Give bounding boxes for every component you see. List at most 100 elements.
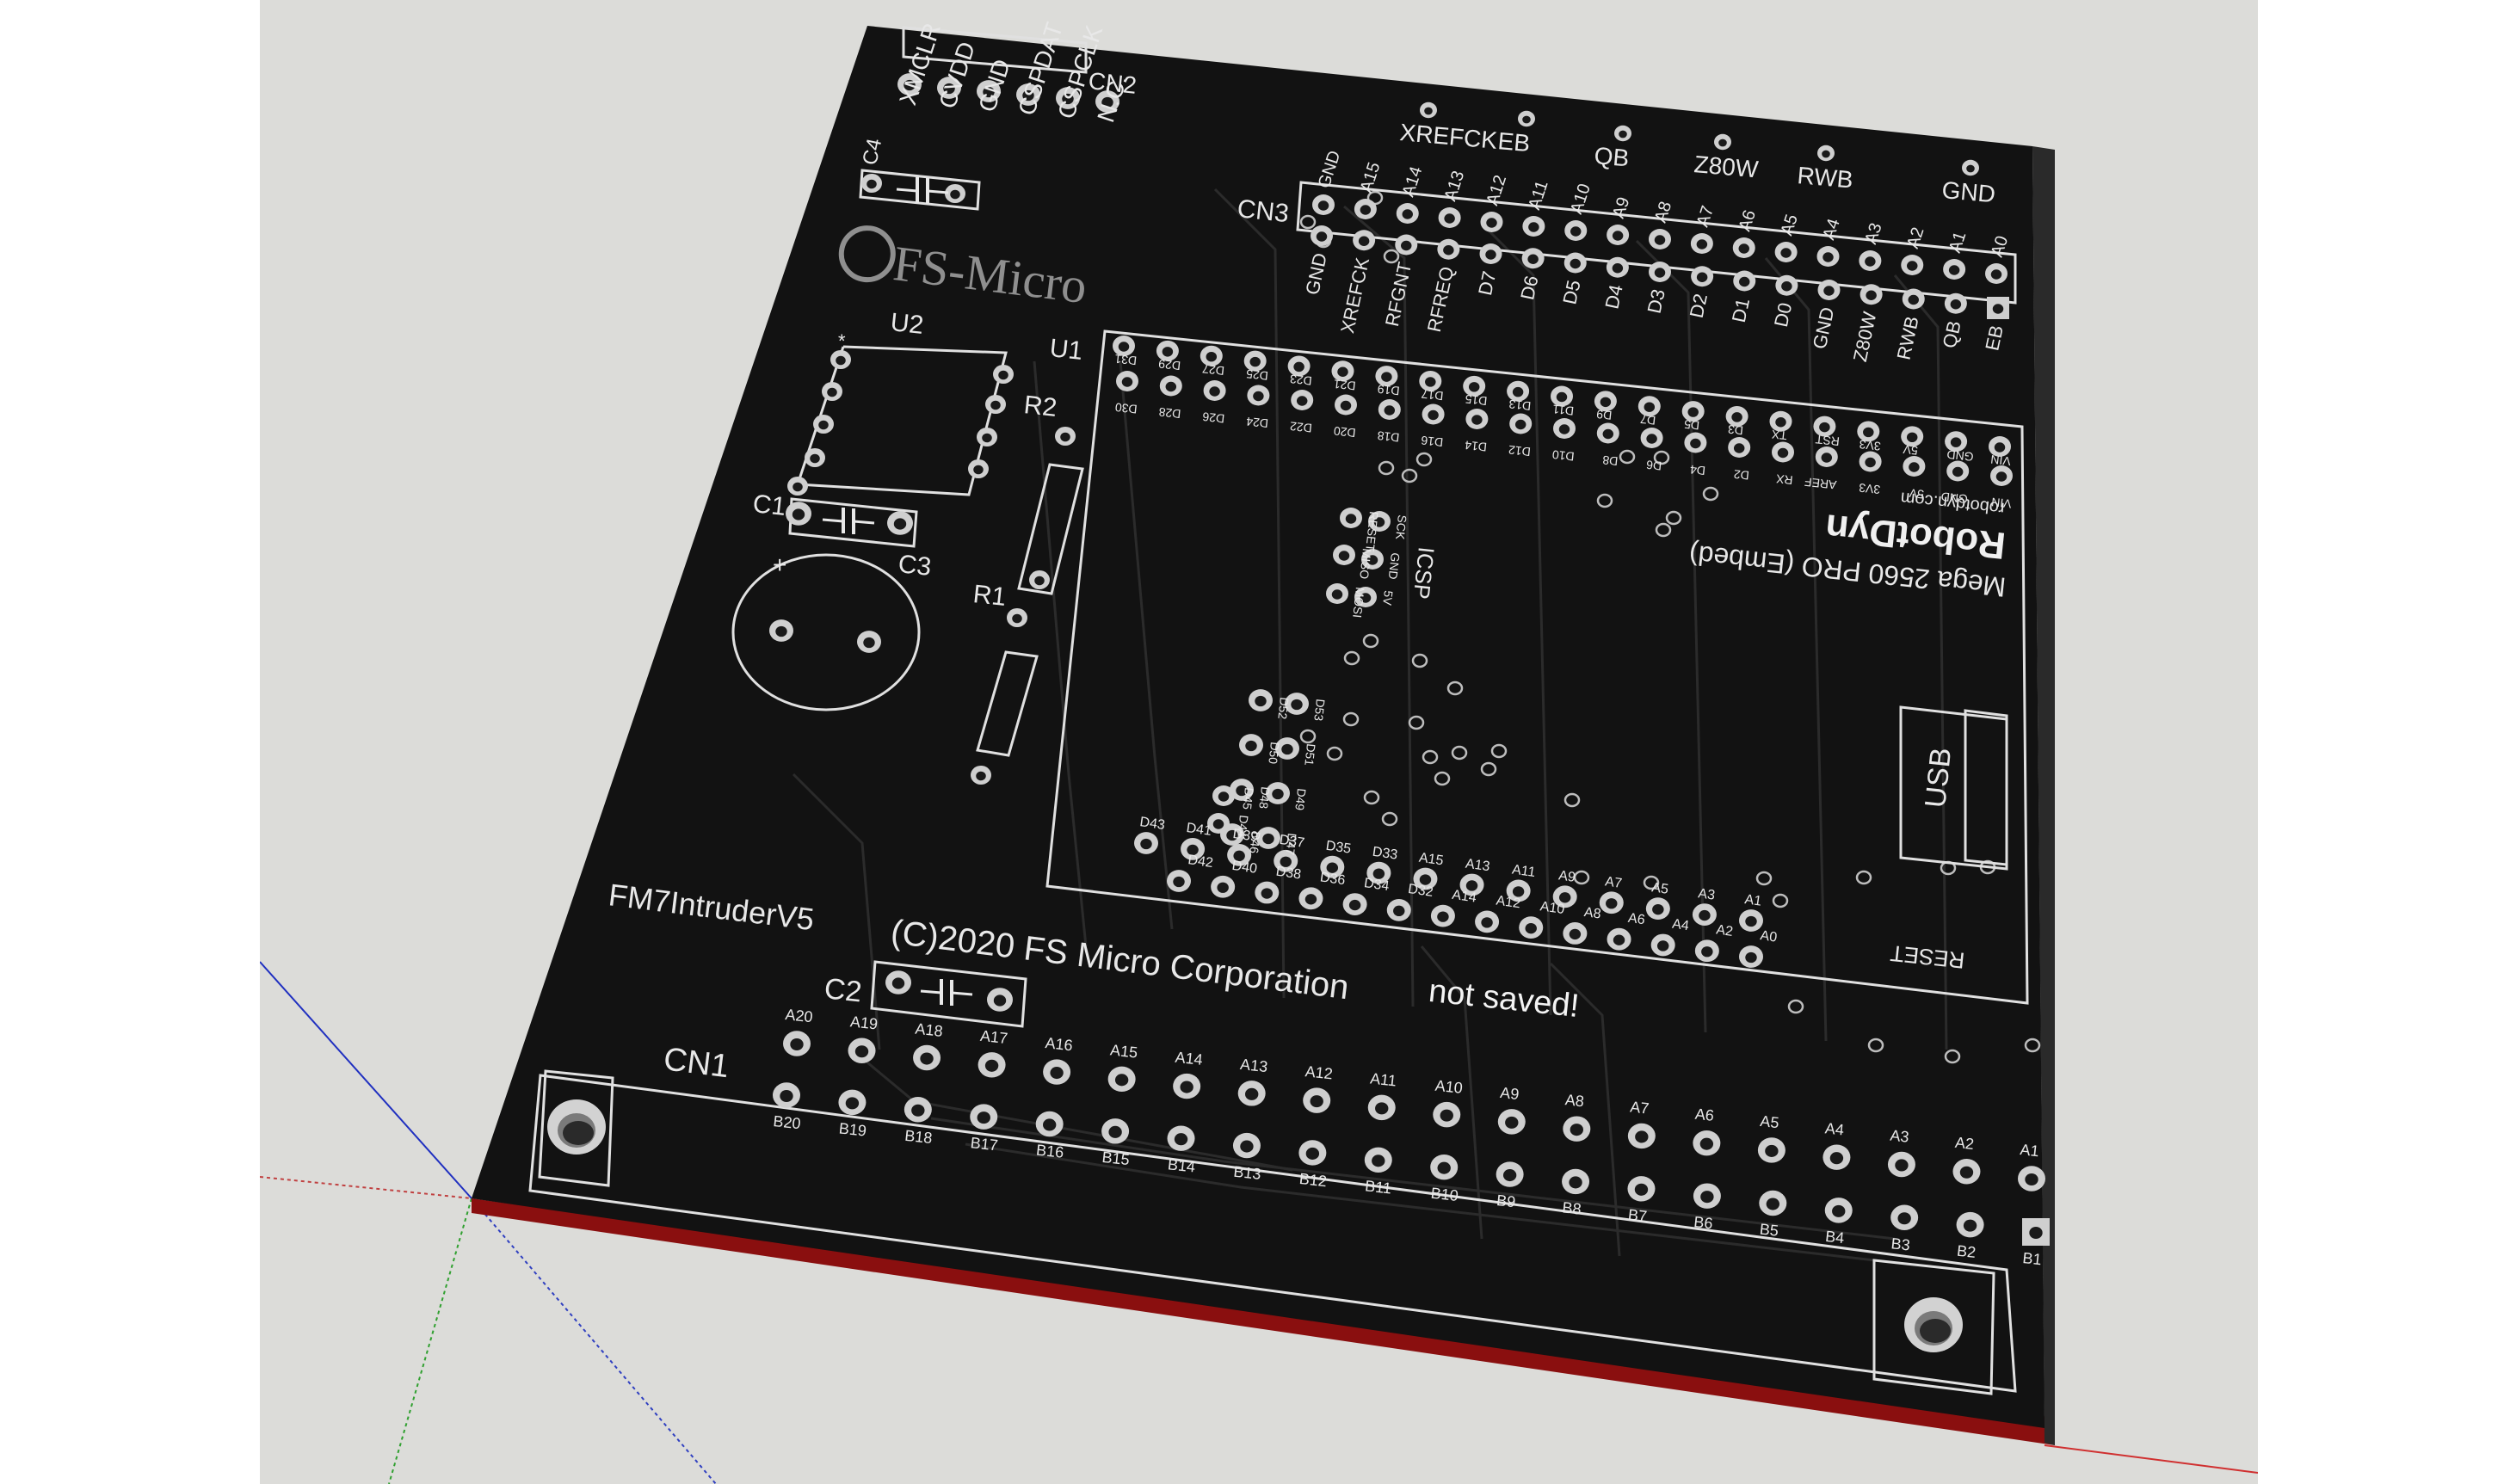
mod-bot-odd-label-7: A13 bbox=[1465, 857, 1491, 875]
mod-bot-odd-12 bbox=[1692, 903, 1717, 926]
via-36 bbox=[1299, 729, 1317, 744]
mod-top-even-12 bbox=[1640, 428, 1663, 448]
via-22 bbox=[1573, 870, 1590, 885]
mod-bot-odd-label-12: A3 bbox=[1697, 886, 1716, 903]
mod-left-extra-D45 bbox=[1212, 785, 1235, 806]
module-outline bbox=[1045, 329, 2029, 1005]
cn1-pad-A8 bbox=[1563, 1116, 1591, 1142]
c3-outline bbox=[731, 553, 921, 711]
mod-bot-even-label-8: A10 bbox=[1539, 899, 1566, 917]
usb-outline bbox=[1899, 705, 2008, 871]
cn1-pad-B14 bbox=[1167, 1125, 1195, 1151]
cn1-label-B17: B17 bbox=[970, 1134, 999, 1154]
mod-top-even-0 bbox=[1116, 371, 1138, 391]
via-18 bbox=[1422, 749, 1439, 765]
mod-bot-even-13 bbox=[1739, 945, 1763, 968]
cn3-pad-top-14 bbox=[1901, 255, 1924, 275]
mod-bot-even-4 bbox=[1342, 893, 1367, 915]
testpoint-QB bbox=[1614, 125, 1631, 142]
via-15 bbox=[1408, 715, 1425, 730]
icsp-pad-RESET bbox=[1340, 508, 1362, 528]
mod-top-even-label-15: RX bbox=[1775, 471, 1794, 487]
cn1-label-A7: A7 bbox=[1629, 1099, 1650, 1118]
cn1-label-B1: B1 bbox=[2022, 1249, 2043, 1268]
cn1-pad-B7 bbox=[1627, 1176, 1656, 1202]
cn3-bot-label-7: D4 bbox=[1600, 283, 1626, 311]
mod-top-odd-15 bbox=[1769, 410, 1792, 432]
mod-top-odd-label-19: GND bbox=[1946, 447, 1975, 464]
cn2-pad-CSPCLK bbox=[1056, 87, 1080, 109]
via-12 bbox=[1401, 468, 1418, 483]
cn1-label-B9: B9 bbox=[1496, 1192, 1516, 1210]
mod-top-even-8 bbox=[1465, 409, 1489, 429]
cn1-label-A18: A18 bbox=[915, 1020, 944, 1040]
mod-top-even-label-4: D22 bbox=[1289, 419, 1312, 435]
axis-blue bbox=[260, 961, 472, 1199]
cn1-label-A11: A11 bbox=[1369, 1069, 1397, 1089]
cn1-label-A1: A1 bbox=[2020, 1141, 2040, 1160]
via-4 bbox=[1653, 450, 1670, 465]
icsp-label: ICSP bbox=[1409, 545, 1440, 600]
mod-bot-odd-3 bbox=[1274, 849, 1298, 872]
via-35 bbox=[1342, 711, 1360, 727]
mod-top-even-label-18: 5V bbox=[1908, 486, 1924, 502]
pcb-3d-scene[interactable]: A20B20A19B19A18B18A17B17A16B16A15B15A14B… bbox=[260, 0, 2258, 1484]
c2-pad-1 bbox=[885, 970, 911, 994]
mod-top-odd-label-0: D31 bbox=[1113, 352, 1137, 368]
mod-top-odd-label-4: D23 bbox=[1289, 372, 1312, 388]
cn3-pad-top-15 bbox=[1943, 259, 1966, 280]
mod-top-even-1 bbox=[1159, 375, 1182, 397]
cn1-pad-A6 bbox=[1693, 1130, 1721, 1156]
testpoint-label-GND: GND bbox=[1940, 176, 1996, 207]
cn1-label-B11: B11 bbox=[1364, 1177, 1392, 1197]
cn1-label-A9: A9 bbox=[1499, 1084, 1520, 1103]
cap-symbol-1 bbox=[920, 979, 973, 1006]
mod-top-even-label-13: D4 bbox=[1689, 463, 1706, 478]
via-26 bbox=[1855, 870, 1872, 885]
mod-top-odd-16 bbox=[1813, 416, 1836, 437]
u1-label: U1 bbox=[1048, 334, 1084, 366]
mod-top-even-label-10: D10 bbox=[1551, 447, 1575, 464]
mod-top-odd-label-7: D17 bbox=[1421, 387, 1444, 403]
cn1-pad-B2 bbox=[1956, 1211, 1984, 1238]
mod-top-odd-14 bbox=[1725, 405, 1748, 427]
via-6 bbox=[1619, 449, 1636, 465]
cn1-pad-A1 bbox=[2018, 1166, 2045, 1192]
mod-left-odd-2 bbox=[1266, 782, 1290, 804]
via-2 bbox=[1299, 214, 1317, 230]
cn1-label-A4: A4 bbox=[1824, 1119, 1845, 1138]
cn1-label-A8: A8 bbox=[1564, 1091, 1585, 1110]
mod-top-odd-label-16: RST bbox=[1815, 433, 1841, 449]
cn1-pad-A12 bbox=[1303, 1087, 1331, 1113]
mod-top-odd-2 bbox=[1200, 345, 1223, 366]
mod-bot-even-11 bbox=[1650, 933, 1675, 957]
mod-left-even-label-2: D48 bbox=[1256, 786, 1273, 810]
mod-top-odd-9 bbox=[1507, 380, 1530, 402]
mod-bot-even-label-0: D42 bbox=[1187, 853, 1214, 871]
axis-red bbox=[2044, 1444, 2258, 1474]
icsp-label-MISO: MISO bbox=[1357, 548, 1374, 580]
mod-top-even-label-3: D24 bbox=[1245, 415, 1268, 431]
mount-hole-left bbox=[547, 1099, 606, 1155]
mount-hole-right bbox=[1904, 1297, 1963, 1352]
cn1-pad-B18 bbox=[904, 1097, 932, 1123]
cn1-label: CN1 bbox=[662, 1041, 731, 1085]
cn1-pad-B8 bbox=[1562, 1168, 1590, 1195]
cn1-pad-A17 bbox=[978, 1052, 1006, 1078]
silkscreen-outlines bbox=[528, 26, 2029, 1395]
c1-pad-2 bbox=[887, 511, 913, 535]
u2-pin-8 bbox=[968, 459, 989, 479]
testpoint-Z80W bbox=[1714, 133, 1731, 151]
c3-label: C3 bbox=[897, 550, 933, 582]
cn3-pad-top-10 bbox=[1732, 237, 1755, 258]
cn3-pad-bot-12 bbox=[1817, 280, 1841, 300]
r1-pad-2 bbox=[971, 765, 991, 785]
cn3-pad-top-1 bbox=[1354, 199, 1377, 219]
via-11 bbox=[1378, 460, 1395, 476]
axis-red-dotted bbox=[260, 1176, 472, 1199]
cn3-pad-top-0 bbox=[1312, 194, 1335, 215]
via-29 bbox=[1787, 999, 1804, 1014]
mod-top-even-label-0: D30 bbox=[1114, 400, 1138, 416]
pcb-board[interactable] bbox=[472, 26, 2055, 1445]
